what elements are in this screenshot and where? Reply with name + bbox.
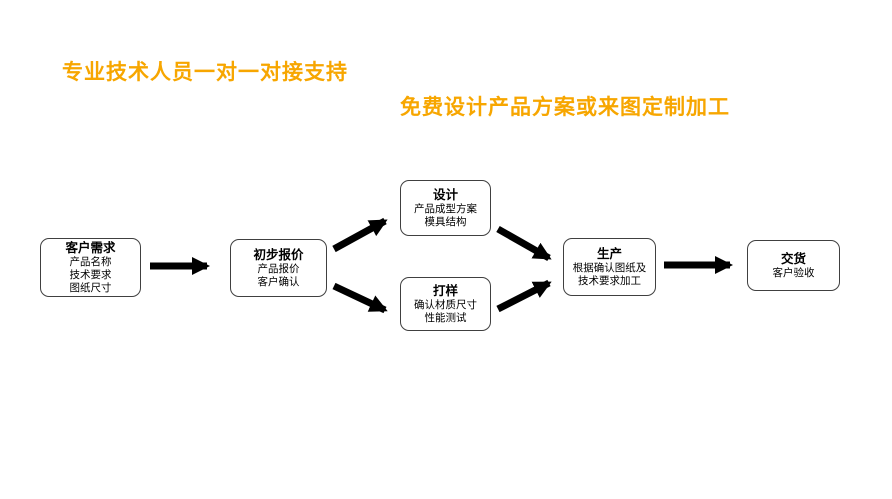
node-line: 客户确认 xyxy=(257,275,300,288)
node-line: 产品名称 xyxy=(69,255,112,268)
node-title: 客户需求 xyxy=(65,240,116,255)
flow-node-delivery: 交货 客户验收 xyxy=(747,240,840,291)
flow-node-design: 设计 产品成型方案 模具结构 xyxy=(400,180,491,236)
node-title: 交货 xyxy=(780,251,806,266)
arrow-design-to-production xyxy=(496,225,552,262)
node-line: 图纸尺寸 xyxy=(69,281,112,294)
node-title: 打样 xyxy=(432,283,458,298)
node-line: 产品成型方案 xyxy=(414,202,477,215)
node-line: 确认材质尺寸 xyxy=(414,298,477,311)
heading-free-design: 免费设计产品方案或来图定制加工 xyxy=(400,96,730,119)
node-line: 产品报价 xyxy=(257,262,300,275)
flow-node-production: 生产 根据确认图纸及 技术要求加工 xyxy=(563,238,656,296)
node-line: 技术要求加工 xyxy=(578,274,641,287)
arrow-quote-to-sampling xyxy=(332,282,388,314)
flow-node-sampling: 打样 确认材质尺寸 性能测试 xyxy=(400,277,491,331)
flow-node-customer-demand: 客户需求 产品名称 技术要求 图纸尺寸 xyxy=(40,238,141,297)
arrow-quote-to-design xyxy=(332,217,388,253)
node-line: 客户验收 xyxy=(772,266,815,279)
node-title: 设计 xyxy=(432,187,458,202)
node-line: 技术要求 xyxy=(69,268,112,281)
node-line: 模具结构 xyxy=(424,215,467,228)
node-title: 生产 xyxy=(596,246,622,261)
heading-support: 专业技术人员一对一对接支持 xyxy=(62,61,348,84)
node-line: 性能测试 xyxy=(424,311,467,324)
arrow-sampling-to-production xyxy=(496,279,552,313)
flow-node-initial-quote: 初步报价 产品报价 客户确认 xyxy=(230,239,327,297)
node-line: 根据确认图纸及 xyxy=(572,261,647,274)
node-title: 初步报价 xyxy=(253,247,304,262)
